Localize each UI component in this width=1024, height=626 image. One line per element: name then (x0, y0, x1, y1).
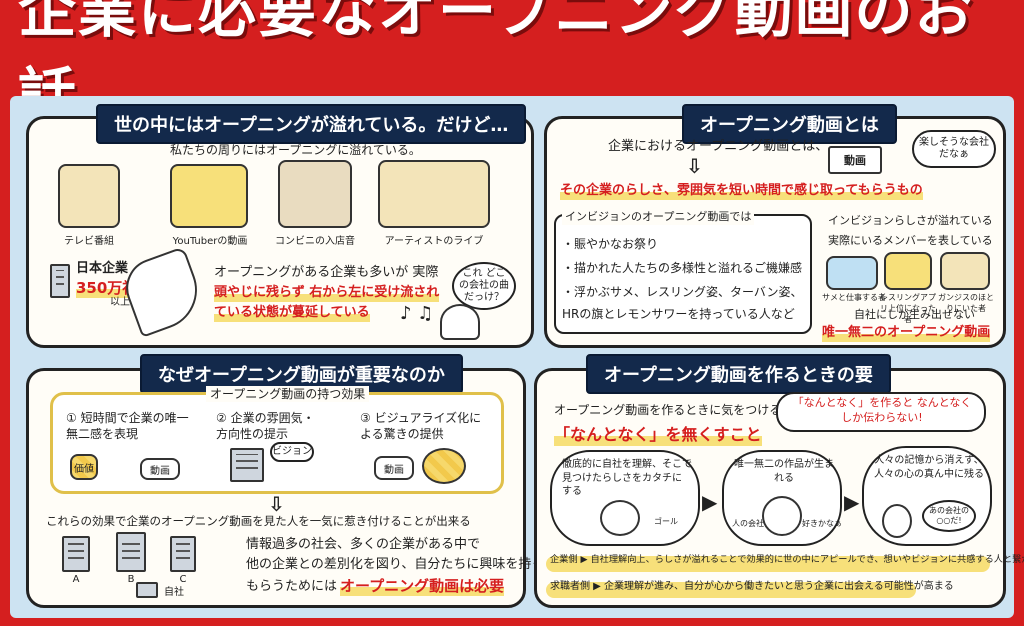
down-arrow-icon: ⇩ (686, 154, 703, 178)
warning-text: 「なんとなく」を作ると なんとなくしか伝わらない! (792, 396, 972, 424)
company-building-icon (50, 264, 70, 298)
label-youtuber: YouTuberの動画 (172, 236, 248, 247)
turban-member-illustration (940, 252, 990, 290)
p2-example-2: ・描かれた人たちの多様性と溢れるご機嫌感 (562, 261, 803, 275)
effect-video-3 (374, 456, 414, 480)
p2-definition: その企業のらしさ、雰囲気を短い時間で感じ取ってもらうもの (560, 182, 923, 200)
p3-body-1: 情報過多の社会、多くの企業がある中で (246, 537, 481, 552)
effect-video-1 (140, 458, 180, 480)
shark-member-illustration (826, 256, 878, 290)
recall-bubble: あの会社の○○だ! (922, 500, 976, 532)
building-a (62, 536, 90, 572)
step-2-figure (762, 496, 802, 536)
live-concert-illustration (378, 160, 490, 228)
warning-note (776, 392, 986, 432)
company-side-highlight (546, 556, 990, 572)
like-it-label: 好きかなぁ (802, 519, 842, 528)
youtuber-illustration (170, 164, 248, 228)
member-label-2: レスリングアプリ上位になった者 (880, 293, 936, 324)
effect-building (230, 448, 264, 482)
effect-2: ② 企業の雰囲気・方向性の提示 (216, 411, 315, 442)
p1-line-3: ている状態が蔓延している (214, 304, 370, 322)
tv-show-illustration (58, 164, 120, 228)
convenience-store-illustration (278, 160, 352, 228)
effect-3: ③ ビジュアライズ化による驚きの提供 (360, 411, 482, 442)
step-1-bubble (550, 450, 700, 546)
effect-video-1-label: 動画 (150, 466, 170, 477)
building-label-c: C (179, 574, 187, 585)
p2-example-1: ・賑やかなお祭り (562, 237, 659, 251)
p2-lead: 企業におけるオープニング動画とは、 (608, 139, 829, 154)
vision-bubble: ビジョン (270, 442, 314, 462)
stat-label: 日本企業 (76, 261, 129, 276)
p3-body-3: もらうためには (246, 579, 338, 594)
p2-result-a: 自社にしか生み出せない (854, 308, 975, 321)
effects-heading: オープニング動画の持つ効果 (206, 386, 370, 403)
result-company: 企業側 ▶ 自社理解向上、らしさが溢れることで効果的に世の中にアピールでき、想い… (550, 554, 1024, 565)
step-arrow-2: ▶ (844, 490, 860, 514)
building-c (170, 536, 196, 572)
step-3-text: 人々の記憶から消えず、人々の心の真ん中に残る (874, 455, 984, 480)
label-convenience: コンビニの入店音 (275, 236, 355, 247)
building-b (116, 532, 146, 572)
building-label-b: B (127, 574, 135, 585)
p2-result-b: 唯一無二のオープニング動画 (822, 324, 991, 342)
board: 世の中にはオープニングが溢れている。だけど… 私たちの周りにはオープニングに溢れ… (10, 96, 1024, 618)
goal-label: ゴール (654, 517, 678, 526)
step-1-figure (600, 500, 640, 536)
panel-heading-key: オープニング動画を作るときの要 (586, 354, 891, 394)
panel-heading-openings: 世の中にはオープニングが溢れている。だけど… (96, 104, 527, 144)
summary-line: これらの効果で企業のオープニング動画を見た人を一気に惹き付けることが出来る (46, 514, 471, 528)
thought-bubble: これ どこの会社の曲だっけ？ (452, 262, 516, 310)
value-card-label: 価値 (74, 464, 94, 475)
music-notes-icon: ♪ ♫ (400, 303, 434, 324)
step-arrow-1: ▶ (702, 490, 718, 514)
p3-body-4: オープニング動画は必要 (340, 576, 505, 597)
label-live: アーティストのライブ (384, 236, 484, 247)
effect-video-3-label: 動画 (384, 465, 404, 476)
p2-right-sub: 実際にいるメンバーを表している (828, 234, 993, 247)
member-label-3: ガンジスのほとりにいた者 (938, 293, 994, 313)
p2-example-4: HRの旗とレモンサワーを持っている人など (562, 307, 795, 321)
person-thinking-icon (440, 304, 480, 340)
page-title: 企業に必要なオープニング動画のお話 (18, 0, 975, 129)
effect-1: ① 短時間で企業の唯一無二感を表現 (66, 411, 189, 442)
people-company-label: 人の会社 (732, 519, 764, 528)
building-label-a: A (72, 574, 80, 585)
step-1-text: 徹底的に自社を理解、そこで見つけたらしさをカタチにする (562, 459, 692, 497)
stat-count: 350万社 (76, 278, 138, 299)
p4-key: 「なんとなく」を無くすこと (554, 424, 762, 446)
p3-body-2: 他の企業との差別化を図り、自分たちに興味を持って (246, 557, 557, 572)
value-card (70, 454, 98, 480)
member-label-1: サメと仕事する者 (822, 293, 886, 302)
seeker-side-highlight (546, 582, 916, 598)
video-screen (828, 146, 882, 174)
down-arrow-icon-2: ⇩ (268, 492, 285, 516)
p2-right-head: インビジョンらしさが溢れている (828, 214, 993, 227)
p1-line-2: 頭やじに残らず 右から左に受け流され (214, 284, 440, 302)
step-3-figure (882, 504, 912, 538)
label-tv-show: テレビ番組 (64, 236, 114, 247)
step-2-text: 唯一無二の作品が生まれる (734, 459, 834, 484)
own-company-label: 自社 (164, 587, 184, 598)
p4-caution: オープニング動画を作るときに気をつけること (554, 403, 806, 417)
building-own (136, 582, 158, 598)
panel-heading-what-is: オープニング動画とは (682, 104, 897, 144)
p1-intro: 私たちの周りにはオープニングに溢れている。 (170, 143, 421, 157)
p2-example-3: ・浮かぶサメ、レスリング姿、ターバン姿、 (562, 285, 803, 299)
stat-suffix: 以上 (110, 297, 130, 308)
wrestler-member-illustration (884, 252, 932, 290)
video-screen-label: 動画 (844, 154, 866, 167)
cloud-bubble: 楽しそうな会社だなぁ (912, 130, 996, 168)
example-box (554, 214, 812, 334)
p1-line-1: オープニングがある企業も多いが 実際 (214, 265, 439, 280)
result-seeker: 求職者側 ▶ 企業理解が進み、自分が心から働きたいと思う企業に出会える可能性が高… (550, 581, 954, 592)
p2-example-head: インビジョンのオープニング動画では (562, 210, 755, 225)
surprise-burst (422, 448, 466, 484)
